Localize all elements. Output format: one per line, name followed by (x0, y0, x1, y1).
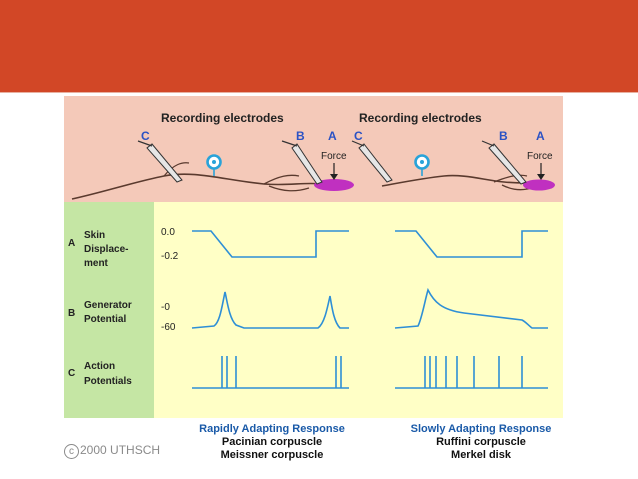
skin-displacement-rapid (192, 230, 349, 258)
label-c-left: C (141, 129, 150, 143)
row-a-letter: A (68, 238, 75, 249)
force-label-right: Force (527, 151, 553, 162)
receptor-ending-icon (314, 179, 354, 191)
label-b-right: B (499, 129, 508, 143)
slow-caption-title: Slowly Adapting Response (411, 423, 552, 435)
row-c-line1: Action (84, 361, 115, 372)
copyright-text: 2000 UTHSCH (80, 443, 161, 457)
title-bar (0, 0, 638, 92)
row-a-line1: Skin (84, 230, 105, 241)
rapid-caption-title: Rapidly Adapting Response (199, 423, 345, 435)
row-a-labels: A Skin Displace- ment 0.0 -0.2 (68, 227, 179, 269)
copyright-icon: c (64, 444, 79, 459)
receptor-ending-icon (523, 179, 555, 191)
rapid-caption-line1: Pacinian corpuscle (222, 436, 322, 448)
generator-potential-slow (394, 287, 548, 329)
row-label-panel (64, 202, 154, 418)
row-a-line3: ment (84, 258, 109, 269)
row-c-labels: C Action Potentials (68, 361, 132, 387)
receptor-figure: Recording electrodes Recording electrode… (64, 96, 563, 418)
generator-potential-rapid (191, 291, 349, 329)
slow-caption-line1: Ruffini corpuscle (436, 436, 526, 448)
rapid-caption-line2: Meissner corpuscle (221, 449, 324, 461)
row-b-letter: B (68, 308, 75, 319)
row-c-line2: Potentials (84, 376, 132, 387)
force-arrow-icon (330, 174, 338, 180)
label-b-left: B (296, 129, 305, 143)
caption-svg: Rapidly Adapting Response Pacinian corpu… (199, 423, 552, 461)
slow-caption-line2: Merkel disk (451, 449, 512, 461)
right-nerve-diagram: C B A Force (351, 129, 555, 191)
row-c-letter: C (68, 368, 75, 379)
row-a-tick-bottom: -0.2 (161, 251, 179, 262)
skin-displacement-slow (395, 230, 548, 258)
action-potential-spikes-slow (424, 356, 523, 388)
label-c-right: C (354, 129, 363, 143)
traces (191, 230, 548, 389)
recording-electrodes-right: Recording electrodes (359, 111, 482, 125)
row-b-tick-top: -0 (161, 302, 170, 313)
label-a-left: A (328, 129, 337, 143)
force-arrow-icon (537, 174, 545, 180)
row-b-line2: Potential (84, 314, 126, 325)
force-label-left: Force (321, 151, 347, 162)
row-b-line1: Generator (84, 300, 132, 311)
row-a-line2: Displace- (84, 244, 128, 255)
electrode-panel (64, 96, 563, 202)
row-b-tick-bottom: -60 (161, 322, 176, 333)
label-a-right: A (536, 129, 545, 143)
row-b-labels: B Generator Potential -0 -60 (68, 300, 176, 333)
figure-svg: Recording electrodes Recording electrode… (68, 111, 555, 389)
left-nerve-diagram: C B A Force (71, 129, 354, 200)
row-a-tick-top: 0.0 (161, 227, 175, 238)
action-potential-spikes-rapid (221, 356, 342, 388)
recording-electrodes-left: Recording electrodes (161, 111, 284, 125)
title-divider (0, 92, 638, 93)
